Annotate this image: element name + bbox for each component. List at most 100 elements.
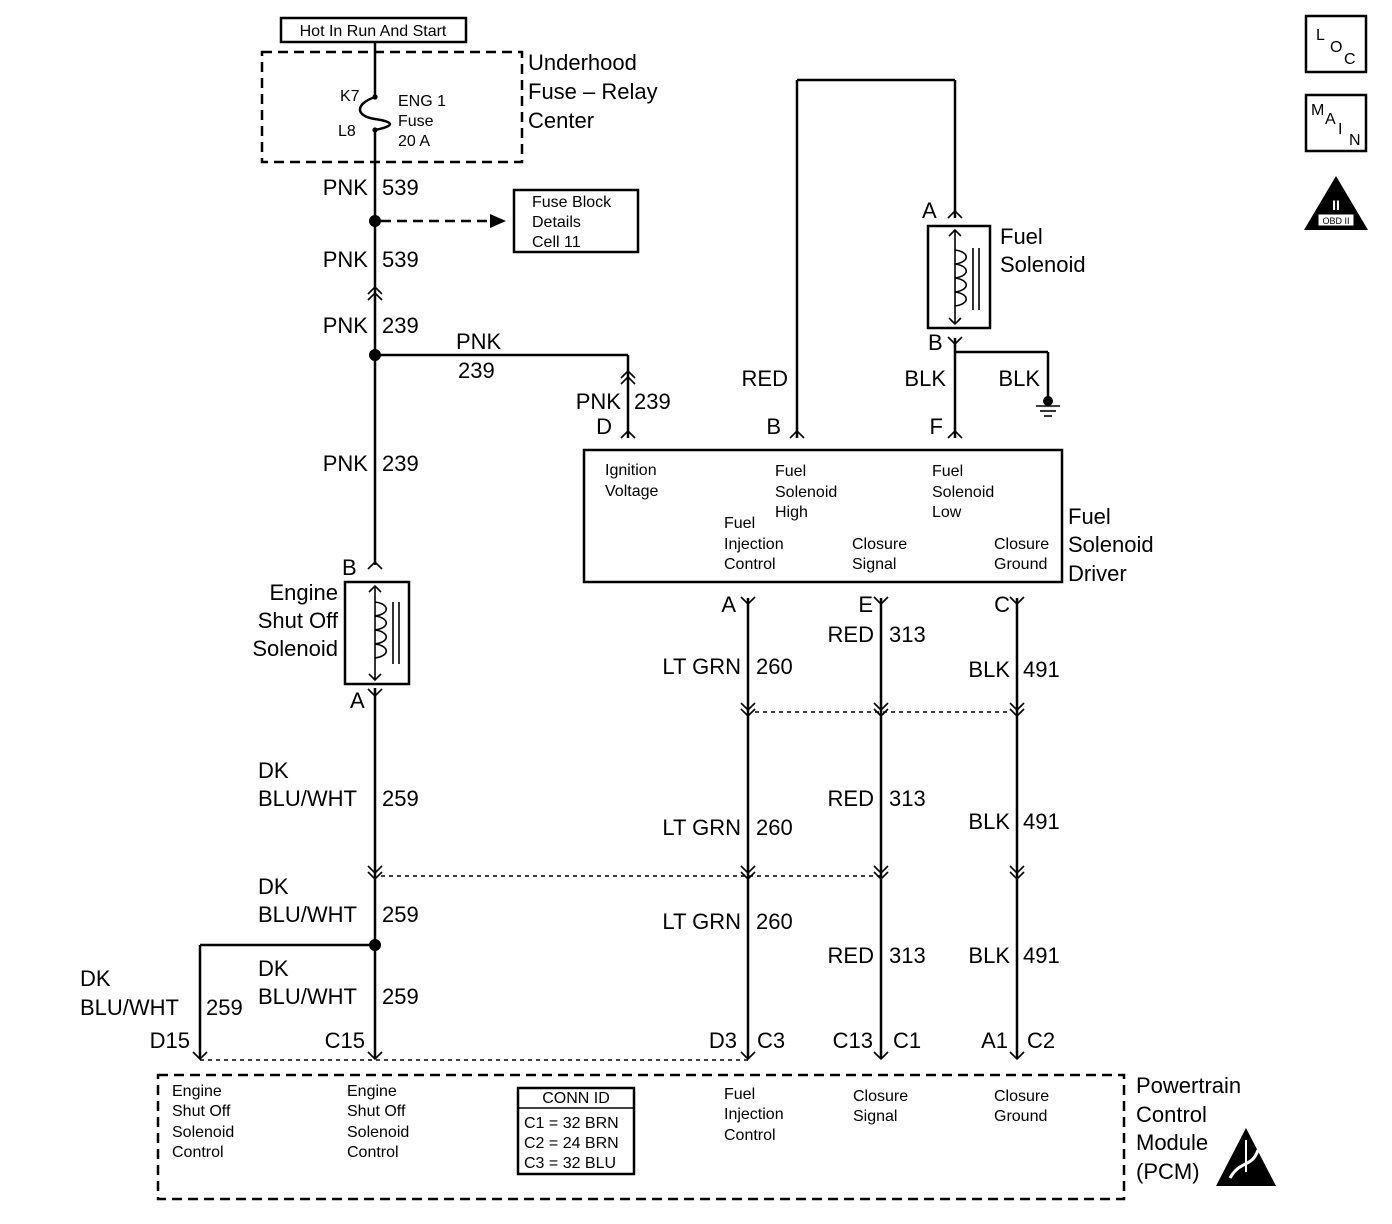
driver-fuel-injection-control-label: Fuel Injection Control bbox=[724, 515, 784, 573]
loc-icon[interactable]: L O C bbox=[1304, 14, 1368, 74]
svg-text:I: I bbox=[1338, 121, 1342, 138]
svg-text:Center: Center bbox=[528, 108, 594, 133]
driver-pin-b: B bbox=[766, 414, 781, 439]
fuse-center-outline bbox=[260, 50, 524, 164]
svg-text:Shut Off: Shut Off bbox=[347, 1103, 406, 1120]
svg-text:Solenoid: Solenoid bbox=[252, 636, 338, 661]
svg-text:Powertrain: Powertrain bbox=[1136, 1073, 1241, 1098]
svg-text:C1: C1 bbox=[893, 1028, 921, 1053]
wire-circuit: 313 bbox=[889, 943, 926, 968]
svg-text:Fuse Block: Fuse Block bbox=[532, 194, 612, 211]
pcm-closure-signal-label: Closure Signal bbox=[853, 1088, 908, 1125]
svg-text:Solenoid: Solenoid bbox=[172, 1124, 234, 1141]
wire-color: RED bbox=[828, 786, 874, 811]
svg-text:II: II bbox=[1332, 197, 1340, 213]
fuse-pin-k7: K7 bbox=[340, 88, 360, 105]
svg-text:Solenoid: Solenoid bbox=[1000, 252, 1086, 277]
svg-text:Driver: Driver bbox=[1068, 561, 1127, 586]
splice-539 bbox=[369, 215, 381, 227]
wire-circuit: 259 bbox=[382, 902, 419, 927]
svg-text:D3: D3 bbox=[709, 1028, 737, 1053]
svg-text:Fuel: Fuel bbox=[932, 463, 963, 480]
wire-color: PNK bbox=[323, 247, 369, 272]
pcm-fuel-injection-control-label: Fuel Injection Control bbox=[724, 1086, 784, 1144]
svg-text:Ground: Ground bbox=[994, 556, 1047, 573]
wire-circuit: 539 bbox=[382, 175, 419, 200]
svg-text:Cell 11: Cell 11 bbox=[532, 234, 581, 251]
wire-circuit: 239 bbox=[458, 358, 495, 383]
driver-pin-d: D bbox=[596, 414, 612, 439]
svg-text:Hot In Run And Start: Hot In Run And Start bbox=[300, 23, 447, 40]
engine-solenoid-pin-b: B bbox=[342, 555, 357, 580]
svg-text:Fuse – Relay: Fuse – Relay bbox=[528, 79, 658, 104]
wire-circuit: 539 bbox=[382, 247, 419, 272]
wire-color: LT GRN bbox=[662, 654, 741, 679]
svg-text:ENG 1: ENG 1 bbox=[398, 93, 446, 110]
pcm-closure-ground-label: Closure Ground bbox=[994, 1088, 1049, 1125]
svg-text:Closure: Closure bbox=[853, 1088, 908, 1105]
fuel-solenoid-label: Fuel Solenoid bbox=[1000, 224, 1086, 277]
fuse-block-details-ref[interactable]: Fuse Block Details Cell 11 bbox=[512, 188, 640, 254]
driver-ignition-voltage-label: Ignition Voltage bbox=[605, 462, 658, 500]
svg-text:Ignition: Ignition bbox=[605, 462, 657, 479]
wire-color: RED bbox=[828, 943, 874, 968]
wire-circuit: 260 bbox=[756, 909, 793, 934]
svg-text:Fuel: Fuel bbox=[724, 515, 755, 532]
fuel-solenoid-driver-box[interactable] bbox=[582, 448, 1064, 584]
wire-color: BLK bbox=[904, 366, 946, 391]
svg-text:C2 = 24 BRN: C2 = 24 BRN bbox=[524, 1135, 619, 1152]
wire-color: PNK bbox=[323, 313, 369, 338]
svg-text:C3: C3 bbox=[757, 1028, 785, 1053]
wire-color: BLU/WHT bbox=[258, 786, 357, 811]
wire-color: RED bbox=[742, 366, 788, 391]
svg-text:Closure: Closure bbox=[994, 1088, 1049, 1105]
svg-text:C1 = 32 BRN: C1 = 32 BRN bbox=[524, 1115, 619, 1132]
wire-circuit: 259 bbox=[382, 786, 419, 811]
svg-text:CONN ID: CONN ID bbox=[542, 1090, 610, 1107]
ground-icon bbox=[1036, 396, 1060, 417]
hot-in-run-label: Hot In Run And Start bbox=[279, 16, 468, 44]
wire-color: PNK bbox=[456, 329, 502, 354]
wire-circuit: 491 bbox=[1023, 657, 1060, 682]
svg-text:Solenoid: Solenoid bbox=[775, 484, 837, 501]
svg-text:(PCM): (PCM) bbox=[1136, 1159, 1200, 1184]
wire-color: DK bbox=[258, 758, 289, 783]
main-icon[interactable]: M A I N bbox=[1304, 93, 1368, 153]
pcm-esos-control-label-2: Engine Shut Off Solenoid Control bbox=[347, 1083, 409, 1161]
svg-text:Control: Control bbox=[172, 1144, 224, 1161]
svg-text:Voltage: Voltage bbox=[605, 483, 658, 500]
svg-text:Injection: Injection bbox=[724, 536, 784, 553]
svg-text:Solenoid: Solenoid bbox=[347, 1124, 409, 1141]
svg-text:C: C bbox=[1344, 51, 1356, 68]
fuel-solenoid-pin-a: A bbox=[922, 198, 937, 223]
engine-shut-off-solenoid[interactable] bbox=[343, 580, 411, 686]
pcm-outline[interactable] bbox=[156, 1073, 1126, 1201]
svg-text:Control: Control bbox=[347, 1144, 399, 1161]
svg-text:Engine: Engine bbox=[269, 580, 338, 605]
svg-text:C13: C13 bbox=[833, 1028, 873, 1053]
driver-label: Fuel Solenoid Driver bbox=[1068, 504, 1154, 586]
obd-ii-icon[interactable]: II OBD II bbox=[1304, 176, 1368, 230]
svg-text:Control: Control bbox=[724, 556, 776, 573]
svg-text:Closure: Closure bbox=[852, 536, 907, 553]
svg-text:D15: D15 bbox=[150, 1028, 190, 1053]
engine-solenoid-pin-a: A bbox=[350, 688, 365, 713]
wire-circuit: 491 bbox=[1023, 943, 1060, 968]
svg-text:Injection: Injection bbox=[724, 1106, 784, 1123]
wire-color: PNK bbox=[323, 451, 369, 476]
wire-color: RED bbox=[828, 622, 874, 647]
svg-text:Module: Module bbox=[1136, 1130, 1208, 1155]
fuel-solenoid[interactable] bbox=[926, 224, 992, 330]
wire-circuit: 239 bbox=[634, 389, 671, 414]
svg-text:O: O bbox=[1330, 39, 1342, 56]
svg-text:Solenoid: Solenoid bbox=[1068, 532, 1154, 557]
svg-text:Details: Details bbox=[532, 214, 581, 231]
esd-warning-icon bbox=[1216, 1128, 1276, 1186]
svg-text:N: N bbox=[1349, 132, 1361, 149]
driver-pin-a: A bbox=[721, 592, 736, 617]
wire-circuit: 260 bbox=[756, 815, 793, 840]
fuse-center-label: Underhood Fuse – Relay Center bbox=[528, 50, 658, 133]
svg-text:Closure: Closure bbox=[994, 536, 1049, 553]
conn-id-table: CONN ID C1 = 32 BRN C2 = 24 BRN C3 = 32 … bbox=[516, 1086, 636, 1176]
